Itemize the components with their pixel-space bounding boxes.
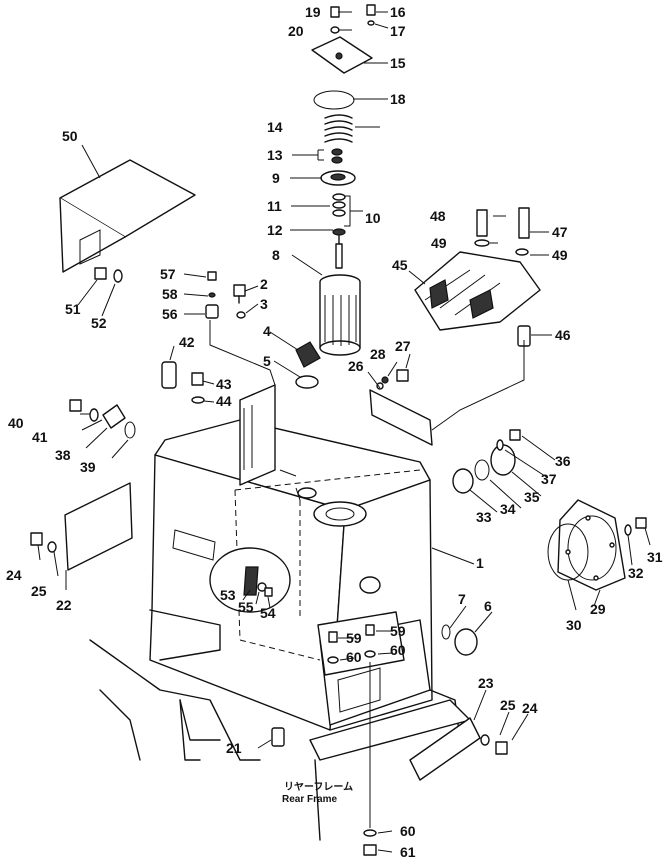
label-35: 35 (524, 489, 540, 505)
label-13: 13 (267, 147, 283, 163)
caption-english: Rear Frame (282, 794, 337, 805)
label-16: 16 (390, 4, 406, 20)
label-29: 29 (590, 601, 606, 617)
label-8: 8 (272, 247, 280, 263)
label-12: 12 (267, 222, 283, 238)
label-41: 41 (32, 429, 48, 445)
label-24b: 24 (522, 700, 538, 716)
label-42: 42 (179, 334, 195, 350)
label-54: 54 (260, 605, 276, 621)
pump-assembly-45 (414, 251, 541, 331)
label-55: 55 (238, 599, 254, 615)
label-17: 17 (390, 23, 406, 39)
label-59b: 59 (390, 623, 406, 639)
label-32: 32 (628, 565, 644, 581)
label-60a: 60 (346, 649, 362, 665)
label-15: 15 (390, 55, 406, 71)
label-60c: 60 (400, 823, 416, 839)
rear-frame-caption: リヤーフレーム Rear Frame (282, 781, 353, 805)
label-4: 4 (263, 323, 271, 339)
label-37: 37 (541, 471, 557, 487)
label-5: 5 (263, 353, 271, 369)
label-61: 61 (400, 844, 416, 859)
label-14: 14 (267, 119, 283, 135)
label-19: 19 (305, 4, 321, 20)
label-44: 44 (216, 393, 232, 409)
label-9: 9 (272, 170, 280, 186)
label-24a: 24 (6, 567, 22, 583)
hydraulic-tank-body (89, 419, 471, 841)
flange-cover-29 (557, 499, 626, 591)
label-28: 28 (370, 346, 386, 362)
label-49a: 49 (431, 235, 447, 251)
mounting-plate-59-60 (317, 611, 405, 676)
label-36: 36 (555, 453, 571, 469)
label-7: 7 (458, 591, 466, 607)
label-2: 2 (260, 276, 268, 292)
label-25a: 25 (31, 583, 47, 599)
label-10: 10 (365, 210, 381, 226)
bracket-26 (369, 382, 433, 446)
label-20: 20 (288, 23, 304, 39)
label-23: 23 (478, 675, 494, 691)
label-39: 39 (80, 459, 96, 475)
label-22: 22 (56, 597, 72, 613)
label-49b: 49 (552, 247, 568, 263)
filter-element-8 (319, 274, 361, 356)
label-52: 52 (91, 315, 107, 331)
label-56: 56 (162, 306, 178, 322)
label-25b: 25 (500, 697, 516, 713)
label-57: 57 (160, 266, 176, 282)
label-45: 45 (392, 257, 408, 273)
valve-assembly-stack (311, 4, 376, 269)
label-33: 33 (476, 509, 492, 525)
label-11: 11 (267, 198, 282, 214)
label-3: 3 (260, 296, 268, 312)
leader-lines (37, 11, 651, 853)
label-50: 50 (62, 128, 78, 144)
label-6: 6 (484, 598, 492, 614)
label-46: 46 (555, 327, 571, 343)
cover-plate-22 (64, 482, 133, 571)
label-60b: 60 (390, 642, 406, 658)
mounting-plate-53 (209, 547, 291, 613)
label-43: 43 (216, 376, 232, 392)
label-26: 26 (348, 358, 364, 374)
label-58: 58 (162, 286, 178, 302)
label-38: 38 (55, 447, 71, 463)
bracket-50 (59, 159, 196, 273)
cover-plate-23 (409, 717, 481, 781)
part-number-labels: 19 16 20 17 15 18 14 13 9 11 10 12 8 50 … (6, 4, 663, 859)
label-48: 48 (430, 208, 446, 224)
label-47: 47 (552, 224, 568, 240)
label-1: 1 (476, 555, 484, 571)
internal-column (239, 384, 276, 486)
label-51: 51 (65, 301, 81, 317)
label-53: 53 (220, 587, 236, 603)
label-34: 34 (500, 501, 516, 517)
label-59a: 59 (346, 630, 362, 646)
label-31: 31 (647, 549, 663, 565)
caption-japanese: リヤーフレーム (284, 781, 353, 793)
label-27: 27 (395, 338, 411, 354)
label-30: 30 (566, 617, 582, 633)
label-40: 40 (8, 415, 24, 431)
label-18: 18 (390, 91, 406, 107)
label-21: 21 (226, 740, 242, 756)
